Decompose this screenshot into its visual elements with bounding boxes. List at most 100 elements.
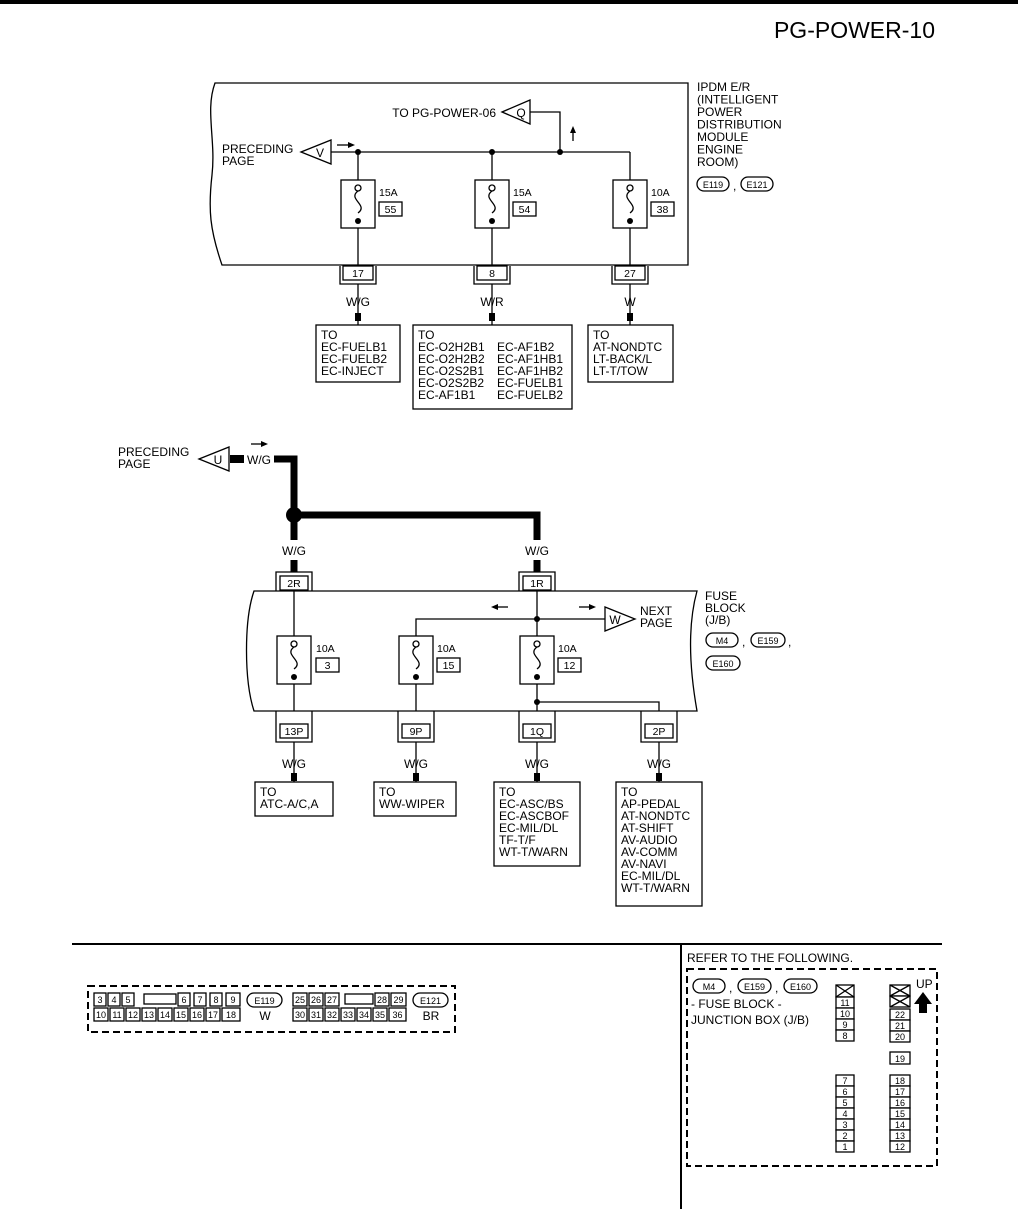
svg-text:Q: Q <box>516 106 525 120</box>
fb-connector-e159: E159 <box>750 632 786 648</box>
ipdm-terminal-17: 17 <box>339 265 377 285</box>
svg-text:1Q: 1Q <box>530 726 544 738</box>
connector-e121-view: 25 26 27 28 29 30 31 32 33 34 35 36 E121… <box>292 992 449 1023</box>
svg-text:,: , <box>775 981 778 995</box>
svg-text:,: , <box>788 635 791 649</box>
svg-text:55: 55 <box>385 204 397 216</box>
svg-text:12: 12 <box>895 1142 905 1152</box>
fb-preceding-label: PRECEDING PAGE <box>118 445 193 471</box>
svg-text:19: 19 <box>895 1054 905 1064</box>
svg-text:W/G: W/G <box>404 757 428 771</box>
svg-text:TO EC-ASC/BS E: TO EC-ASC/BS EC-ASCBOF EC-MIL/DL TF-T/F … <box>499 785 572 859</box>
svg-text:6: 6 <box>181 995 186 1005</box>
fb-terminal-1r: 1R <box>518 571 556 591</box>
svg-text:17: 17 <box>352 268 364 280</box>
reference-description: - FUSE BLOCK - JUNCTION BOX (J/B) <box>691 997 809 1027</box>
svg-text:15: 15 <box>895 1109 905 1119</box>
fb-next-page-label: NEXT PAGE <box>640 604 675 630</box>
svg-text:15A: 15A <box>379 187 398 199</box>
svg-text:BR: BR <box>423 1009 440 1023</box>
svg-text:2: 2 <box>842 1131 847 1141</box>
svg-text:22: 22 <box>895 1010 905 1020</box>
ipdm-connector-e121: E121 <box>740 176 774 192</box>
ipdm-wire-1: W/G <box>346 295 370 309</box>
svg-text:E159: E159 <box>744 982 765 992</box>
svg-text:30: 30 <box>295 1010 305 1020</box>
svg-text:6: 6 <box>842 1087 847 1097</box>
fb-dest-ap: TO AP-PEDAL AT-NONDTC AT-SHIFT AV-AUDIO … <box>615 781 703 907</box>
fb-next-page-symbol: W <box>604 606 637 632</box>
svg-text:4: 4 <box>842 1109 847 1119</box>
svg-text:21: 21 <box>895 1021 905 1031</box>
fb-terminal-2p: 2P <box>640 711 678 743</box>
svg-text:10A: 10A <box>316 643 335 655</box>
svg-text:E160: E160 <box>712 659 733 669</box>
svg-text:W: W <box>609 613 621 627</box>
svg-text:20: 20 <box>895 1032 905 1042</box>
svg-text:16: 16 <box>192 1010 202 1020</box>
fb-connector-m4: M4 <box>705 632 739 648</box>
svg-text:5: 5 <box>842 1098 847 1108</box>
svg-text:8: 8 <box>213 995 218 1005</box>
ipdm-wire-3: W <box>624 295 636 309</box>
svg-text:27: 27 <box>327 995 337 1005</box>
ipdm-dest-2: TO EC-O2H2B1 EC-O2H2B2 EC-O2S2B1 EC-O2S2… <box>412 324 573 410</box>
svg-text:14: 14 <box>160 1010 170 1020</box>
svg-text:10A: 10A <box>651 187 670 199</box>
svg-text:33: 33 <box>343 1010 353 1020</box>
fb-fuse-15: 10A 15 <box>398 635 461 685</box>
svg-text:M4: M4 <box>703 982 716 992</box>
fb-dest-ww: TO WW-WIPER <box>373 781 457 817</box>
svg-text:32: 32 <box>327 1010 337 1020</box>
svg-text:10A: 10A <box>437 643 456 655</box>
page-code: PG-POWER-10 <box>774 17 935 43</box>
svg-text:W/G: W/G <box>647 757 671 771</box>
svg-text:3: 3 <box>97 995 102 1005</box>
svg-text:8: 8 <box>842 1031 847 1041</box>
ipdm-dest-1: TO EC-FUELB1 EC-FUELB2 EC-INJECT <box>315 324 401 383</box>
ipdm-fuse-55: 15A 55 <box>340 152 403 265</box>
fb-preceding-wire: W/G <box>247 453 271 467</box>
svg-text:26: 26 <box>311 995 321 1005</box>
fuse-block-outline <box>245 590 698 712</box>
svg-text:3: 3 <box>325 660 331 672</box>
svg-text:9: 9 <box>842 1020 847 1030</box>
svg-text:9P: 9P <box>410 726 423 738</box>
svg-text:17: 17 <box>208 1010 218 1020</box>
ref-connector-m4: M4 <box>692 978 726 994</box>
svg-text:11: 11 <box>112 1010 121 1020</box>
svg-text:E119: E119 <box>254 996 274 1006</box>
svg-text:7: 7 <box>197 995 202 1005</box>
svg-text:18: 18 <box>226 1010 236 1020</box>
svg-text:54: 54 <box>519 204 531 216</box>
svg-text:W/G: W/G <box>282 757 306 771</box>
svg-text:10: 10 <box>96 1010 106 1020</box>
svg-text:15: 15 <box>443 660 455 672</box>
svg-text:4: 4 <box>111 995 116 1005</box>
fb-terminal-13p: 13P <box>275 711 313 743</box>
svg-text:E119: E119 <box>703 180 723 190</box>
fuse-block-section: PRECEDING PAGE U W/G W/G W/G 2R 1R <box>118 441 791 907</box>
ref-connector-e160: E160 <box>783 978 818 994</box>
ipdm-fuse-38: 10A 38 <box>612 152 675 265</box>
fb-terminal-2r: 2R <box>275 571 313 591</box>
fb-terminal-9p: 9P <box>397 711 435 743</box>
fb-input-right-wire: W/G <box>525 544 549 558</box>
svg-text:3: 3 <box>842 1120 847 1130</box>
ipdm-title: IPDM E/R (INTELLIGENT POWER DISTRIBUTION… <box>697 80 785 169</box>
svg-text:1R: 1R <box>530 578 544 590</box>
ipdm-fuse-54: 15A 54 <box>474 152 537 265</box>
svg-text:V: V <box>316 146 324 160</box>
svg-text:E121: E121 <box>746 180 767 190</box>
svg-text:36: 36 <box>392 1010 402 1020</box>
ipdm-preceding-symbol: V <box>299 139 332 165</box>
ref-connector-e159: E159 <box>737 978 772 994</box>
fb-feed-wire <box>274 455 298 514</box>
fb-fuse-12: 10A 12 <box>519 635 582 685</box>
ipdm-section: IPDM E/R (INTELLIGENT POWER DISTRIBUTION… <box>209 80 785 410</box>
svg-text:10: 10 <box>840 1009 850 1019</box>
svg-text:E160: E160 <box>790 982 811 992</box>
svg-text:EC-AF1B2 EC-AF1HB1: EC-AF1B2 EC-AF1HB1 EC-AF1HB2 EC-FUELB1 E… <box>497 340 566 402</box>
svg-text:,: , <box>733 179 736 193</box>
